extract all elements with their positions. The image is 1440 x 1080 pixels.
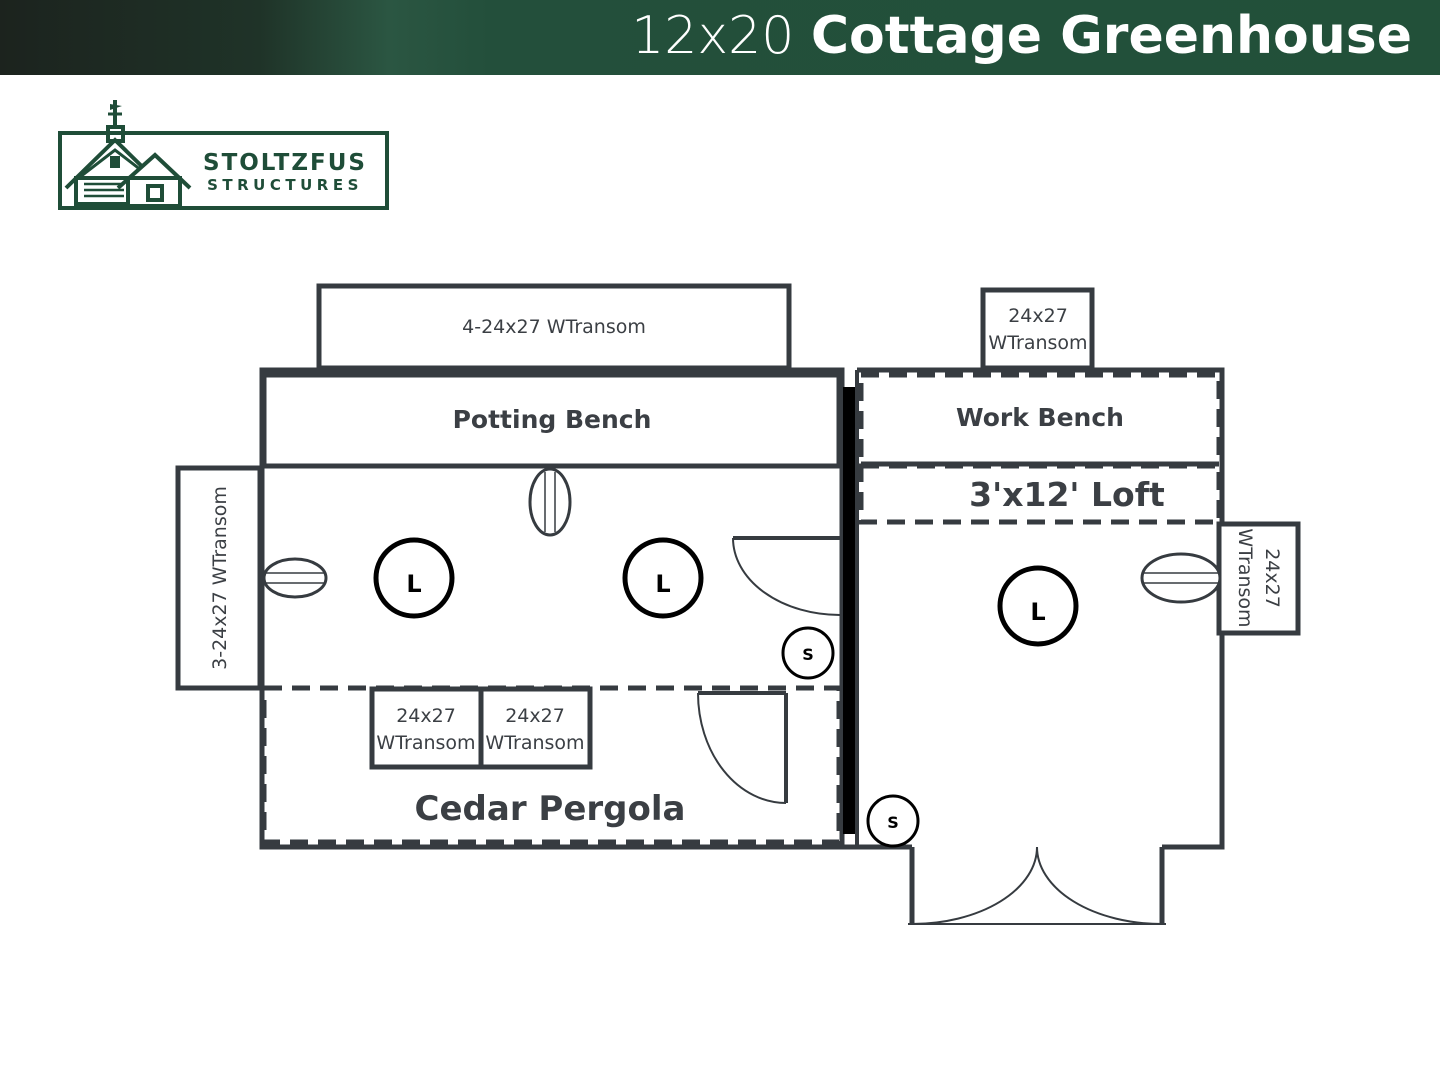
top-transom-box bbox=[316, 283, 792, 371]
potting-bench bbox=[261, 372, 842, 469]
logo-line2: STRUCTURES bbox=[207, 176, 363, 194]
loft-label: 3'x12' Loft bbox=[969, 475, 1165, 514]
light-fixture: L bbox=[622, 537, 704, 619]
pergola-transom-1-line2: WTransom bbox=[376, 732, 475, 754]
left-transom-label: 3-24x27 WTransom bbox=[209, 486, 231, 670]
double-door bbox=[908, 846, 1166, 925]
right-room: 24x27 WTransom Work Bench 3'x12' Loft 24… bbox=[855, 287, 1301, 925]
left-room: 4-24x27 WTransom Potting Bench 3-24x27 W… bbox=[175, 283, 845, 850]
potting-bench-label: Potting Bench bbox=[453, 405, 652, 434]
right-side-transom-box bbox=[1216, 521, 1301, 636]
fan-icon bbox=[528, 467, 572, 537]
light-label: L bbox=[1030, 598, 1045, 626]
switch-symbol: S bbox=[866, 794, 920, 848]
light-label: L bbox=[655, 570, 670, 598]
page-title: 12x20 Cottage Greenhouse bbox=[631, 4, 1412, 68]
right-top-transom-line1: 24x27 bbox=[1008, 305, 1068, 327]
right-side-transom-line1: 24x27 bbox=[1261, 548, 1283, 608]
dividing-wall bbox=[843, 387, 857, 834]
title-size: 12x20 bbox=[631, 6, 795, 66]
light-fixture: L bbox=[997, 565, 1079, 647]
pergola-door bbox=[697, 691, 788, 804]
title-name: Cottage Greenhouse bbox=[810, 6, 1412, 66]
stoltzfus-logo: STOLTZFUS STRUCTURES bbox=[58, 100, 389, 210]
logo-line1: STOLTZFUS bbox=[203, 150, 367, 176]
logo-frame bbox=[58, 131, 389, 210]
pergola-transom-1-line1: 24x27 bbox=[396, 705, 456, 727]
loft-outline bbox=[858, 463, 1222, 525]
right-top-transom-line2: WTransom bbox=[988, 332, 1087, 354]
switch-symbol: S bbox=[781, 626, 835, 680]
cedar-pergola-label: Cedar Pergola bbox=[415, 789, 686, 829]
top-transom-label: 4-24x27 WTransom bbox=[462, 316, 646, 338]
pergola-transom-2 bbox=[478, 686, 593, 770]
left-transom-box bbox=[175, 465, 263, 691]
switch-label: S bbox=[802, 645, 814, 664]
light-label: L bbox=[406, 570, 421, 598]
light-fixture: L bbox=[373, 537, 455, 619]
right-top-transom-box bbox=[980, 287, 1095, 371]
header-bar: 12x20 Cottage Greenhouse bbox=[0, 0, 1440, 75]
pergola-transom-2-line2: WTransom bbox=[485, 732, 584, 754]
right-side-transom-line2: WTransom bbox=[1234, 528, 1256, 627]
fan-icon bbox=[1140, 552, 1222, 604]
work-bench-label: Work Bench bbox=[956, 403, 1124, 432]
left-room-door bbox=[732, 536, 841, 616]
left-room-wall bbox=[259, 367, 845, 850]
pergola-transom-1 bbox=[369, 686, 484, 770]
barn-icon bbox=[64, 100, 192, 208]
pergola-transom-2-line1: 24x27 bbox=[505, 705, 565, 727]
switch-label: S bbox=[887, 813, 899, 832]
fan-icon bbox=[262, 557, 328, 599]
